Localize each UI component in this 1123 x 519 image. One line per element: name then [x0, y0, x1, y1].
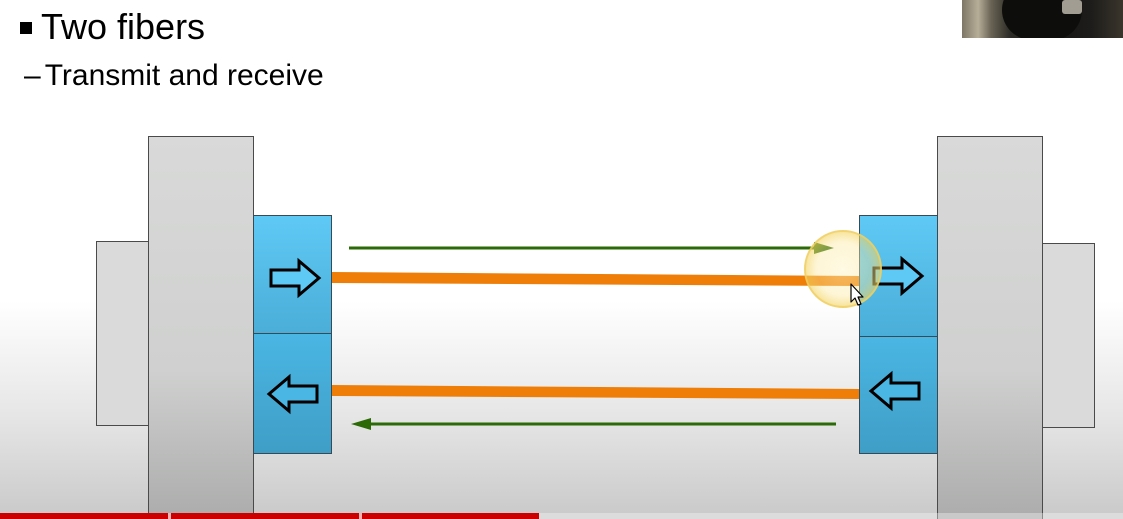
bullet-item: Two fibers [20, 6, 205, 48]
cursor-highlight [804, 230, 882, 308]
left-transmit-arrow-icon [269, 257, 322, 299]
dash-icon: – [24, 59, 41, 92]
chapter-marker [359, 513, 362, 519]
bullet-text: Two fibers [41, 6, 206, 47]
bullet-square-icon [20, 22, 32, 34]
sub-bullet-text: Transmit and receive [44, 59, 324, 92]
left-device-back-plate [96, 241, 151, 426]
chapter-marker [168, 513, 171, 519]
video-progress-bar[interactable] [0, 513, 1123, 519]
right-device-back-plate [1040, 243, 1095, 428]
receive-fiber [332, 385, 859, 399]
right-transmit-arrow-icon [868, 370, 921, 412]
receive-direction-arrowhead [351, 418, 371, 430]
mouse-pointer-icon [850, 283, 864, 306]
transmit-fiber [332, 272, 859, 286]
video-progress-played [0, 513, 539, 519]
right-device [937, 136, 1043, 519]
webcam-overlay [962, 0, 1123, 38]
presenter-collar [1062, 0, 1082, 14]
left-receive-arrow-icon [266, 373, 319, 415]
sub-bullet-item: – Transmit and receive [24, 58, 324, 94]
left-device [148, 136, 254, 519]
